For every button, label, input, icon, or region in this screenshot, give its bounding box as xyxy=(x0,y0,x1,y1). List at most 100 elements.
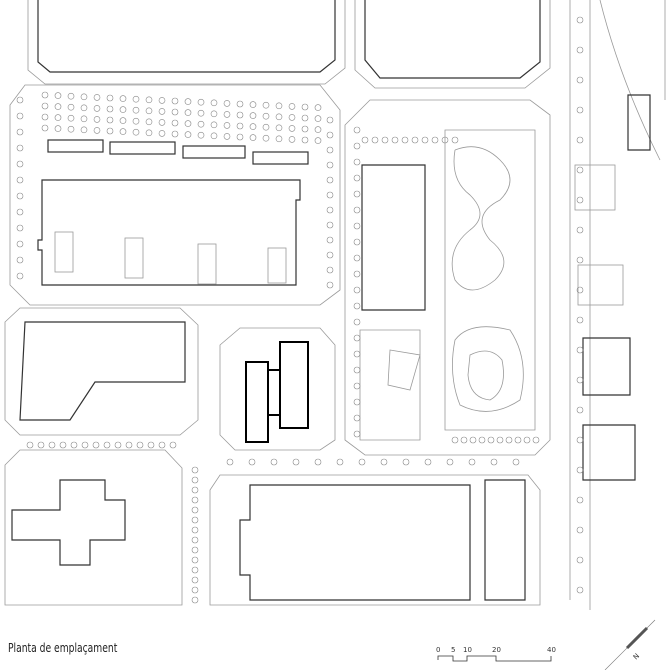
tree-icon xyxy=(326,176,334,184)
tree-icon xyxy=(411,136,419,144)
tree-icon xyxy=(93,127,101,134)
tree-icon xyxy=(353,366,361,374)
tree-icon xyxy=(191,596,199,604)
tree-icon xyxy=(314,126,322,133)
tree-icon xyxy=(171,108,179,116)
tree-icon xyxy=(54,125,62,132)
tree-icon xyxy=(210,99,218,107)
tree-icon xyxy=(145,107,153,115)
tree-icon xyxy=(353,318,361,326)
block-top-left xyxy=(37,0,336,73)
tree-icon xyxy=(191,476,199,484)
tree-icon xyxy=(41,91,49,99)
park-building xyxy=(359,329,421,441)
tree-icon xyxy=(81,441,89,449)
tree-icon xyxy=(145,96,153,104)
tree-icon xyxy=(353,174,361,182)
tree-icon xyxy=(576,16,584,24)
tree-icon xyxy=(59,441,67,449)
tree-icon xyxy=(16,256,24,264)
tree-icon xyxy=(431,136,439,144)
tree-icon xyxy=(80,104,88,112)
tree-icon xyxy=(361,136,369,144)
tree-icon xyxy=(184,109,192,116)
tree-icon xyxy=(16,112,24,120)
tree-icon xyxy=(262,134,270,142)
tree-icon xyxy=(16,128,24,136)
tree-icon xyxy=(171,97,179,105)
tree-icon xyxy=(158,130,166,137)
tree-icon xyxy=(67,125,75,133)
tree-icon xyxy=(191,466,199,474)
tree-icon xyxy=(119,117,127,124)
tree-icon xyxy=(223,111,231,118)
tree-icon xyxy=(353,158,361,166)
tree-icon xyxy=(576,436,584,444)
tree-icon xyxy=(446,458,454,466)
tree-icon xyxy=(67,103,75,111)
tree-icon xyxy=(326,191,334,199)
tree-icon xyxy=(210,132,218,140)
tree-icon xyxy=(169,441,177,449)
tree-icon xyxy=(353,286,361,294)
tree-icon xyxy=(314,458,322,466)
tree-icon xyxy=(512,458,520,466)
tree-icon xyxy=(132,117,140,125)
tree-icon xyxy=(576,106,584,114)
tree-icon xyxy=(93,116,101,123)
tree-icon xyxy=(191,546,199,554)
building-bottom-east xyxy=(484,479,526,601)
tree-icon xyxy=(16,160,24,168)
project-building[interactable] xyxy=(245,341,309,443)
tree-icon xyxy=(451,436,459,444)
tree-icon xyxy=(326,131,334,139)
tree-icon xyxy=(67,114,75,122)
tree-icon xyxy=(401,136,409,144)
tree-icon xyxy=(402,458,410,466)
block-bottom xyxy=(209,474,541,606)
tree-icon xyxy=(301,136,309,144)
tree-icon xyxy=(353,398,361,406)
tree-icon xyxy=(353,142,361,150)
tree-icon xyxy=(93,105,101,112)
north-arrow-icon: N xyxy=(604,619,656,670)
park-paths xyxy=(451,146,511,291)
pavilions xyxy=(47,139,309,165)
tree-icon xyxy=(54,103,62,110)
tree-icon xyxy=(226,458,234,466)
tree-icon xyxy=(249,112,257,119)
tree-icon xyxy=(191,556,199,564)
tree-icon xyxy=(191,516,199,524)
tree-icon xyxy=(145,129,153,137)
tree-icon xyxy=(353,206,361,214)
tree-icon xyxy=(262,112,270,120)
building-right-outline xyxy=(574,164,616,211)
tree-icon xyxy=(158,119,166,126)
tree-icon xyxy=(191,526,199,534)
tree-icon xyxy=(132,128,140,136)
building-bottom xyxy=(239,484,471,601)
tree-icon xyxy=(92,441,100,449)
tree-icon xyxy=(103,441,111,449)
tree-icon xyxy=(469,436,477,444)
tree-icon xyxy=(275,113,283,121)
building-large-hall xyxy=(37,179,301,286)
tree-icon xyxy=(158,441,166,449)
scale-label: 20 xyxy=(492,646,501,654)
tree-icon xyxy=(16,176,24,184)
tree-icon xyxy=(576,226,584,234)
plan-title: Planta de emplaçament xyxy=(8,641,118,655)
tree-icon xyxy=(197,109,205,117)
tree-icon xyxy=(16,144,24,152)
tree-icon xyxy=(210,121,218,129)
tree-icon xyxy=(326,236,334,244)
street-edge xyxy=(354,0,551,89)
block-park xyxy=(344,99,551,456)
tree-icon xyxy=(421,136,429,144)
block-bottom-left xyxy=(4,449,183,606)
tree-icon xyxy=(353,270,361,278)
tree-icon xyxy=(314,137,322,144)
tree-icon xyxy=(54,114,62,121)
tree-icon xyxy=(532,436,540,444)
